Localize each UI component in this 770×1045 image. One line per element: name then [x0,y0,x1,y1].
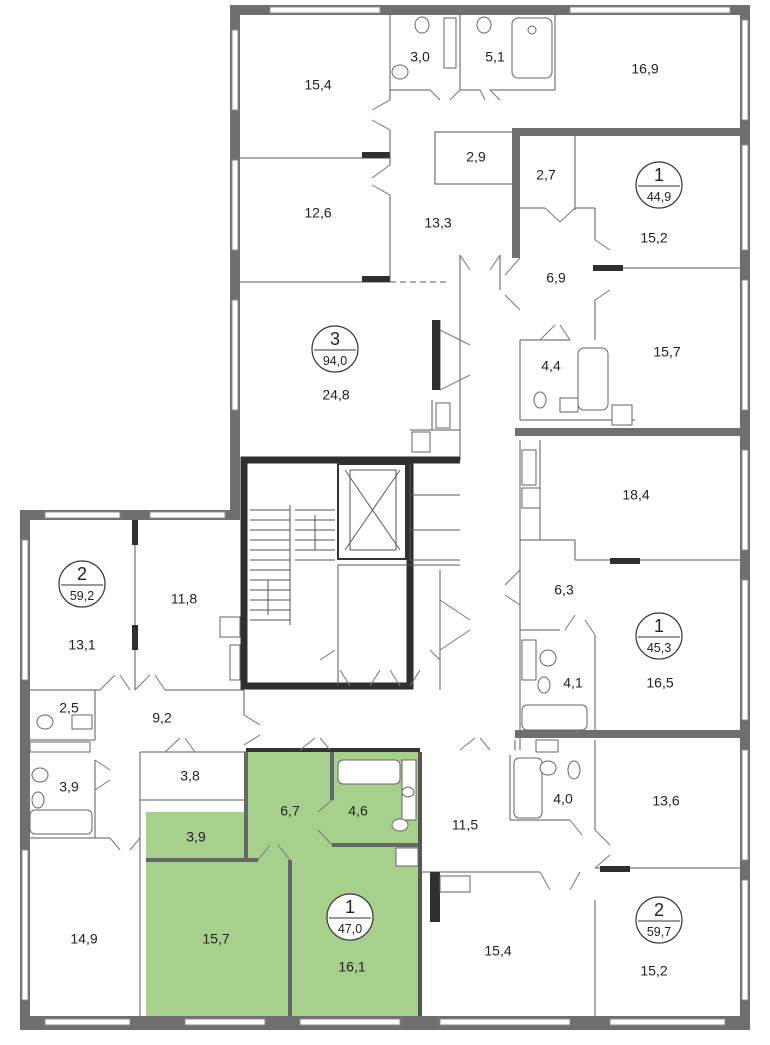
apartment-total-area: 59,2 [70,589,94,603]
apartment-total-area: 94,0 [323,354,347,368]
highlighted-apartment[interactable] [146,752,420,1016]
apartment-rooms-count: 1 [654,165,664,185]
apartment-rooms-count: 3 [330,329,340,349]
plumbing-fixtures [29,16,633,893]
apartment-badge-1-room-top-right[interactable]: 1 44,9 [635,161,683,209]
room-area-15-2-top: 15,2 [640,230,667,246]
room-area-12-6: 12,6 [304,205,331,221]
apartment-total-area: 47,0 [338,922,362,936]
apartment-badge-1-room-mid-right[interactable]: 1 45,3 [635,612,683,660]
room-area-24-8: 24,8 [322,387,349,403]
room-area-13-1: 13,1 [68,637,95,653]
apartment-rooms-count: 1 [345,897,355,917]
room-area-4-6: 4,6 [348,803,368,819]
apartment-badge-2-rooms-bottom-right[interactable]: 2 59,7 [635,896,683,944]
room-area-6-7: 6,7 [280,803,300,819]
apartment-total-area: 59,7 [647,925,671,939]
apartment-rooms-count: 2 [77,564,87,584]
room-area-15-7-right: 15,7 [653,344,680,360]
room-area-3-9-green: 3,9 [186,829,206,845]
room-area-13-3: 13,3 [424,215,451,231]
room-area-16-9: 16,9 [631,61,658,77]
room-area-4-4: 4,4 [541,358,561,374]
apartment-rooms-count: 1 [654,616,664,636]
room-area-2-7: 2,7 [536,167,556,183]
room-area-6-3: 6,3 [554,582,574,598]
room-area-15-4-top: 15,4 [304,77,331,93]
room-area-3-0: 3,0 [410,49,430,65]
room-area-14-9: 14,9 [70,931,97,947]
room-area-11-8: 11,8 [171,591,197,607]
interior-walls [30,15,740,1016]
room-area-11-5: 11,5 [452,817,478,833]
apartment-badge-1-room-highlighted[interactable]: 1 47,0 [326,893,374,941]
room-area-3-9-left: 3,9 [59,779,79,795]
apartment-rooms-count: 2 [654,900,664,920]
room-area-6-9: 6,9 [546,270,566,286]
apartment-badge-2-rooms-left[interactable]: 2 59,2 [58,560,106,608]
room-area-4-0: 4,0 [553,791,573,807]
room-area-2-5: 2,5 [59,700,79,716]
apartment-total-area: 44,9 [647,190,671,204]
room-area-5-1: 5,1 [485,49,505,65]
apartment-badge-3-rooms[interactable]: 3 94,0 [311,325,359,373]
room-area-3-8: 3,8 [180,768,200,784]
room-area-16-5: 16,5 [646,675,673,691]
room-area-9-2: 9,2 [152,710,172,726]
room-area-18-4: 18,4 [622,487,649,503]
room-area-16-1: 16,1 [338,959,365,975]
room-area-13-6: 13,6 [652,793,679,809]
room-labels: 15,4 3,0 5,1 16,9 2,9 12,6 13,3 2,7 15,2… [59,49,681,979]
room-area-15-4-bottom: 15,4 [484,943,511,959]
room-area-15-2-bottom: 15,2 [640,963,667,979]
doors [94,89,611,891]
apartment-total-area: 45,3 [647,641,671,655]
room-area-15-7-green: 15,7 [202,931,229,947]
room-area-2-9: 2,9 [466,149,486,165]
windows [21,6,749,1026]
room-area-4-1: 4,1 [563,675,583,691]
